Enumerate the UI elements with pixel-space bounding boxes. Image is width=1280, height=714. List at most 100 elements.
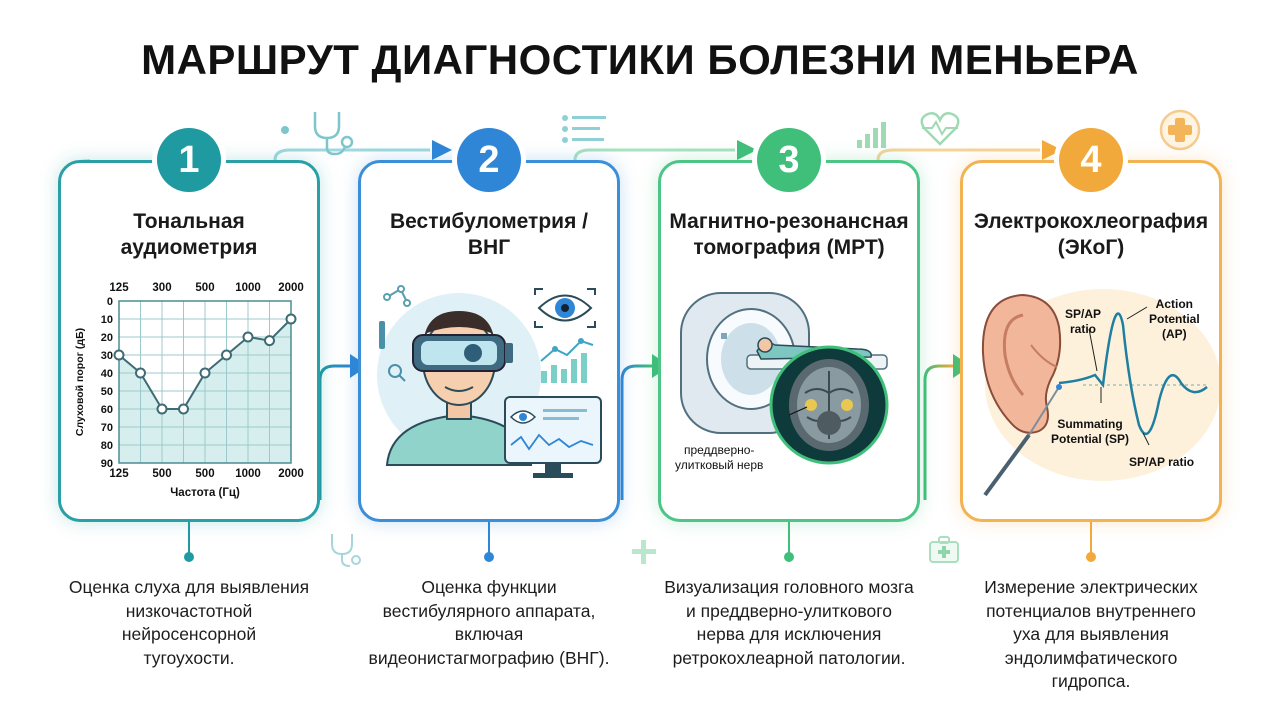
monitor-icon	[504, 396, 602, 478]
ecog-label-summating-potential: Summating Potential (SP)	[1051, 417, 1129, 447]
step-badge-3: 3	[757, 128, 821, 192]
audiogram-xlabel: Частота (Гц)	[170, 487, 240, 499]
step-description-2: Оценка функции вестибулярного аппарата, …	[344, 576, 634, 670]
desc-1-line-4: тугоухости.	[143, 647, 235, 668]
connector-top-3-4	[876, 148, 1040, 161]
desc-2-line-4: видеонистагмографию (ВНГ).	[368, 647, 610, 668]
step-badge-2: 2	[457, 128, 521, 192]
audiogram-point	[285, 313, 297, 325]
bars-icon	[857, 122, 886, 148]
pin-line-3	[788, 522, 790, 556]
audiogram-y-tick: 70	[101, 422, 113, 434]
molecule-icon	[383, 285, 411, 307]
audiogram-point	[156, 403, 168, 415]
ecog-label-sp-ap-top: SP/AP ratio	[1065, 307, 1101, 337]
audiogram-point	[113, 349, 125, 361]
ecog-label-sp-ap-bottom: SP/AP ratio	[1129, 455, 1195, 469]
desc-1-line-2: низкочастотной	[125, 600, 253, 621]
sp-ap-top-line-1: SP/AP	[1065, 307, 1102, 321]
step-title-2: Вестибулометрия / ВНГ	[361, 209, 617, 261]
arrow-to-step2	[432, 140, 452, 160]
step-description-1: Оценка слуха для выявления низкочастотно…	[44, 576, 334, 670]
step-badge-1: 1	[157, 128, 221, 192]
desc-1-line-1: Оценка слуха для выявления	[68, 577, 310, 597]
action-potential-line-3: (AP)	[1162, 327, 1187, 341]
audiogram-top-tick: 1000	[235, 282, 261, 294]
audiogram-bottom-tick: 1000	[235, 468, 261, 480]
step-card-4: Электрокохлеография (ЭКоГ) SP/AP ratio A…	[960, 160, 1222, 522]
plus-icon	[1159, 109, 1201, 151]
step-description-3: Визуализация головного мозга и преддверн…	[644, 576, 934, 670]
ecog-waveform	[1058, 312, 1208, 436]
sp-ap-top-line-2: ratio	[1070, 322, 1097, 336]
pin-dot-4	[1086, 552, 1096, 562]
desc-3-line-3: нерва для исключения	[696, 624, 882, 644]
step-title-2-line-1: Вестибулометрия /	[389, 210, 589, 233]
connector-top-2-3	[573, 148, 735, 161]
audiogram-point	[199, 367, 211, 379]
ecog-illustration	[981, 289, 1219, 497]
audiogram-y-tick: 20	[101, 332, 113, 344]
vng-illustration	[377, 285, 602, 478]
audiogram-y-tick: 60	[101, 404, 113, 416]
desc-2-line-3: включая	[454, 624, 524, 644]
pin-line-1	[188, 522, 190, 556]
summating-line-1: Summating	[1057, 417, 1123, 431]
audiogram-top-tick: 2000	[278, 282, 304, 294]
step-title-1: Тональная аудиометрия	[61, 209, 317, 261]
plus-small-icon	[632, 540, 656, 564]
step-title-3-line-2: томография (МРТ)	[693, 236, 885, 259]
step-title-1-line-2: аудиометрия	[120, 236, 258, 259]
desc-4-line-2: потенциалов внутреннего	[986, 600, 1196, 621]
pin-dot-1	[184, 552, 194, 562]
audiogram-top-tick: 125	[109, 282, 129, 294]
step-title-4-line-1: Электрокохлеография	[973, 210, 1209, 233]
audiogram-point	[264, 335, 275, 347]
connector-mid-1-2	[318, 364, 350, 500]
stethoscope-icon-small	[331, 534, 361, 567]
dot-icon	[281, 126, 289, 134]
step-badge-4: 4	[1059, 128, 1123, 192]
step-title-3-line-1: Магнитно-резонансная	[669, 210, 909, 233]
audiogram-point	[135, 367, 146, 379]
stethoscope-icon	[313, 112, 354, 156]
audiogram-y-tick: 80	[101, 440, 113, 452]
audiogram-bottom-tick: 125	[109, 468, 129, 480]
ecog-label-action-potential: Action Potential (AP)	[1149, 297, 1200, 342]
audiogram-bottom-tick: 500	[195, 468, 214, 480]
desc-4-line-4: эндолимфатического	[1004, 647, 1178, 668]
action-potential-line-2: Potential	[1149, 312, 1200, 326]
ear-icon	[981, 293, 1062, 434]
audiogram-y-tick: 40	[101, 368, 113, 380]
connector-top-1-2	[273, 148, 430, 161]
desc-2-line-1: Оценка функции	[421, 577, 557, 597]
nerve-label-text-1: преддверно-	[683, 443, 755, 457]
search-icon	[388, 364, 406, 382]
step-title-1-line-1: Тональная	[133, 210, 245, 233]
desc-3-line-4: ретрокохлеарной патологии.	[672, 647, 906, 668]
audiogram-y-tick: 50	[101, 386, 113, 398]
brain-scan-icon	[769, 345, 889, 465]
audiogram-top-tick: 500	[195, 282, 214, 294]
step-card-2: Вестибулометрия / ВНГ	[358, 160, 620, 522]
desc-4-line-3: уха для выявления	[1013, 624, 1169, 644]
heart-icon	[920, 112, 960, 146]
line-chart-icon	[540, 338, 594, 383]
audiogram-y-tick: 10	[101, 314, 113, 326]
list-chart-icon	[562, 115, 606, 143]
audiogram-point	[221, 349, 232, 361]
electrode-icon	[983, 384, 1062, 497]
audiogram-bottom-tick: 500	[152, 468, 171, 480]
connector-mid-3-4	[923, 364, 953, 500]
pin-dot-3	[784, 552, 794, 562]
audiogram-y-tick: 30	[101, 350, 113, 362]
medkit-icon	[929, 536, 959, 563]
audiogram-top-tick: 300	[152, 282, 171, 294]
step-title-4: Электрокохлеография (ЭКоГ)	[963, 209, 1219, 261]
vng-goggles-icon	[412, 334, 513, 372]
arrow-to-step3	[737, 140, 757, 160]
desc-3-line-1: Визуализация головного мозга	[664, 577, 914, 597]
page-title: МАРШРУТ ДИАГНОСТИКИ БОЛЕЗНИ МЕНЬЕРА	[141, 36, 1139, 83]
